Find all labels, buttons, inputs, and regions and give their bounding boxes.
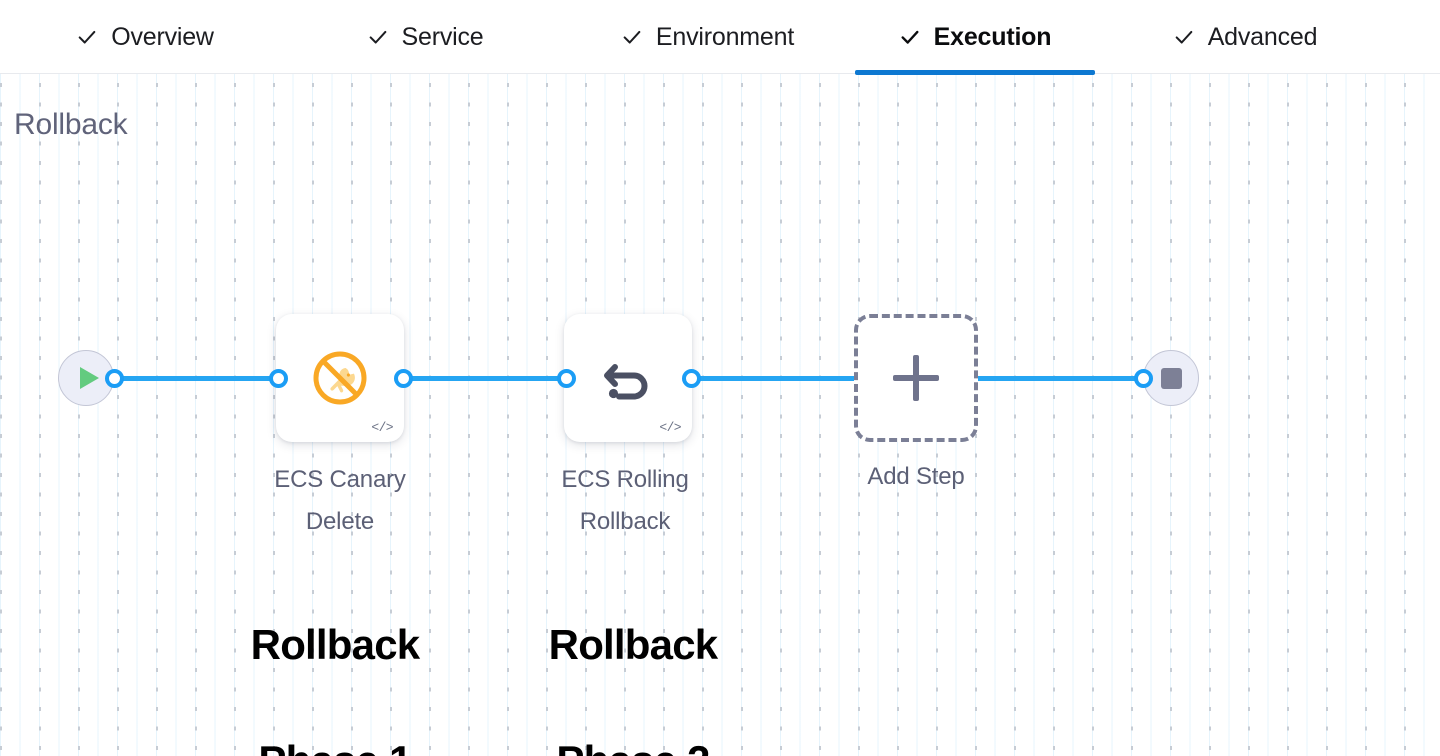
add-step-label: Add Step xyxy=(867,463,965,490)
step-label-line1: ECS Rolling xyxy=(561,466,689,493)
step-label-line2: Rollback xyxy=(579,508,671,535)
tab-execution-underline xyxy=(855,70,1095,75)
add-step-button[interactable] xyxy=(854,314,978,442)
check-icon xyxy=(1175,30,1193,44)
pipeline-graph: </> </> E xyxy=(0,74,1440,756)
tab-service-underline xyxy=(290,70,560,75)
connector-start-to-canary xyxy=(112,376,284,381)
tab-overview-label: Overview xyxy=(111,22,214,51)
code-badge[interactable]: </> xyxy=(659,420,681,435)
pipeline-canvas[interactable]: Rollback </> xyxy=(0,74,1440,756)
check-icon xyxy=(369,30,386,44)
tab-service[interactable]: Service xyxy=(290,18,560,74)
tab-overview[interactable]: Overview xyxy=(0,18,290,74)
connector-canary-to-rolling xyxy=(396,376,574,381)
play-icon xyxy=(79,367,99,389)
port-canary-output[interactable] xyxy=(394,369,413,388)
tab-list: Overview Service Environment Execution xyxy=(0,0,1440,75)
annotation-line1: Rollback xyxy=(250,621,420,668)
port-canary-input[interactable] xyxy=(269,369,288,388)
annotation-line2: Phase 1 xyxy=(215,732,455,756)
step-label-line2: Delete xyxy=(305,508,375,535)
tab-environment[interactable]: Environment xyxy=(560,18,855,74)
tab-environment-label: Environment xyxy=(655,22,795,51)
annotation-line1: Rollback xyxy=(548,621,718,668)
check-icon xyxy=(623,30,641,44)
port-start-output[interactable] xyxy=(105,369,124,388)
port-end-input[interactable] xyxy=(1134,369,1153,388)
step-node-ecs-rolling-rollback[interactable]: </> xyxy=(564,314,692,442)
tab-advanced-underline xyxy=(1095,70,1395,75)
tab-execution[interactable]: Execution xyxy=(855,18,1095,75)
tab-advanced-label: Advanced xyxy=(1207,22,1318,51)
tab-service-label: Service xyxy=(401,22,484,51)
step-label-ecs-canary-delete: ECS Canary Delete xyxy=(220,459,460,543)
step-label-ecs-rolling-rollback: ECS Rolling Rollback xyxy=(505,459,745,543)
annotation-rollback-phase-1: Rollback Phase 1 xyxy=(215,558,455,756)
tab-overview-underline xyxy=(0,70,290,75)
wizard-tab-bar: Overview Service Environment Execution xyxy=(0,0,1440,75)
tab-advanced[interactable]: Advanced xyxy=(1095,18,1395,74)
section-title-rollback: Rollback xyxy=(14,108,128,141)
plus-icon xyxy=(893,355,939,401)
step-node-ecs-canary-delete[interactable]: </> xyxy=(276,314,404,442)
port-rolling-input[interactable] xyxy=(557,369,576,388)
step-label-line1: ECS Canary xyxy=(274,466,406,493)
port-rolling-output[interactable] xyxy=(682,369,701,388)
annotation-line2: Phase 2 xyxy=(513,732,753,756)
stop-icon xyxy=(1160,367,1182,389)
tab-environment-underline xyxy=(560,70,855,75)
code-badge[interactable]: </> xyxy=(371,420,393,435)
check-icon xyxy=(901,30,919,44)
annotation-rollback-phase-2: Rollback Phase 2 xyxy=(513,558,753,756)
check-icon xyxy=(78,30,96,44)
tab-execution-label: Execution xyxy=(933,22,1052,51)
